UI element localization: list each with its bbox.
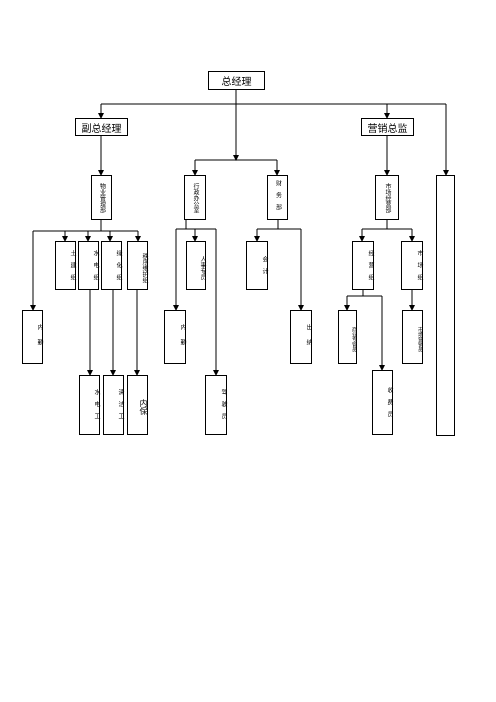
node-operation-group: 经营组 — [352, 241, 374, 290]
node-hr-specialist: 人事专员 — [186, 241, 206, 290]
node-driver: 驾驶员 — [205, 375, 227, 435]
node-admin-office: 行政办公室 — [184, 175, 206, 220]
node-sales-director: 营销总监 — [361, 118, 414, 136]
node-right-column — [436, 175, 455, 436]
node-finance: 财务部 — [267, 175, 288, 220]
node-market-dept: 市场经营部 — [375, 175, 399, 220]
node-greening-group: 绿化组 — [101, 241, 122, 290]
node-market-group: 市场组 — [401, 241, 423, 290]
node-civil-group: 土建组 — [55, 241, 76, 290]
node-accounting: 会计 — [246, 241, 268, 290]
node-teller: 出纳 — [290, 310, 312, 364]
node-water-electric-group: 水电组 — [78, 241, 99, 290]
node-security: 内保 — [127, 375, 148, 435]
node-property-management: 物业管理部 — [91, 175, 112, 220]
node-cashier-mid: 内勤 — [164, 310, 186, 364]
node-business-specialist: 商业专管员 — [338, 310, 357, 364]
node-collector: 收费员 — [372, 370, 393, 435]
node-cleaner: 清洁工 — [103, 375, 124, 435]
node-market-sales: 市场营销员 — [402, 310, 423, 364]
node-cashier-left: 内勤 — [22, 310, 43, 364]
node-order-maintenance-group: 秩序维护组 — [127, 241, 148, 290]
node-electrician: 水电工 — [79, 375, 100, 435]
node-gm: 总经理 — [208, 71, 265, 90]
node-vgm: 副总经理 — [75, 118, 128, 136]
